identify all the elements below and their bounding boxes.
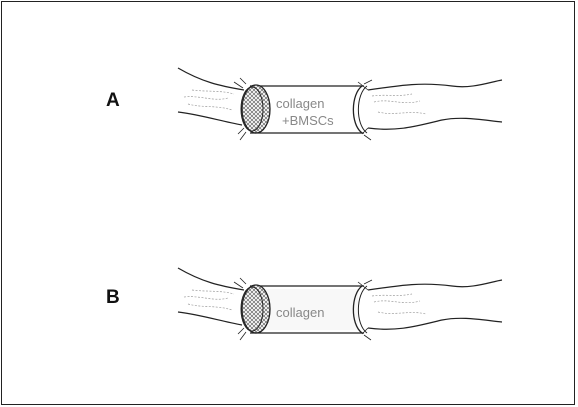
panel-a-text-collagen: collagen — [276, 96, 324, 112]
panel-b-text-collagen: collagen — [276, 305, 324, 321]
panel-b-left-face — [242, 285, 270, 333]
panel-a-label: A — [106, 90, 120, 112]
panel-b-distal-nerve — [368, 280, 502, 290]
panel-b-conduit — [178, 268, 502, 340]
panel-a-left-face — [242, 85, 270, 133]
panel-b-label: B — [106, 287, 120, 309]
panel-a-text-bmscs: +BMSCs — [282, 113, 334, 129]
panel-a-distal-nerve — [368, 80, 502, 90]
panel-a-conduit — [178, 68, 502, 140]
panel-a-proximal-nerve — [178, 68, 244, 90]
panel-b-proximal-nerve — [178, 268, 244, 290]
panel-a-right-rim — [353, 86, 362, 133]
